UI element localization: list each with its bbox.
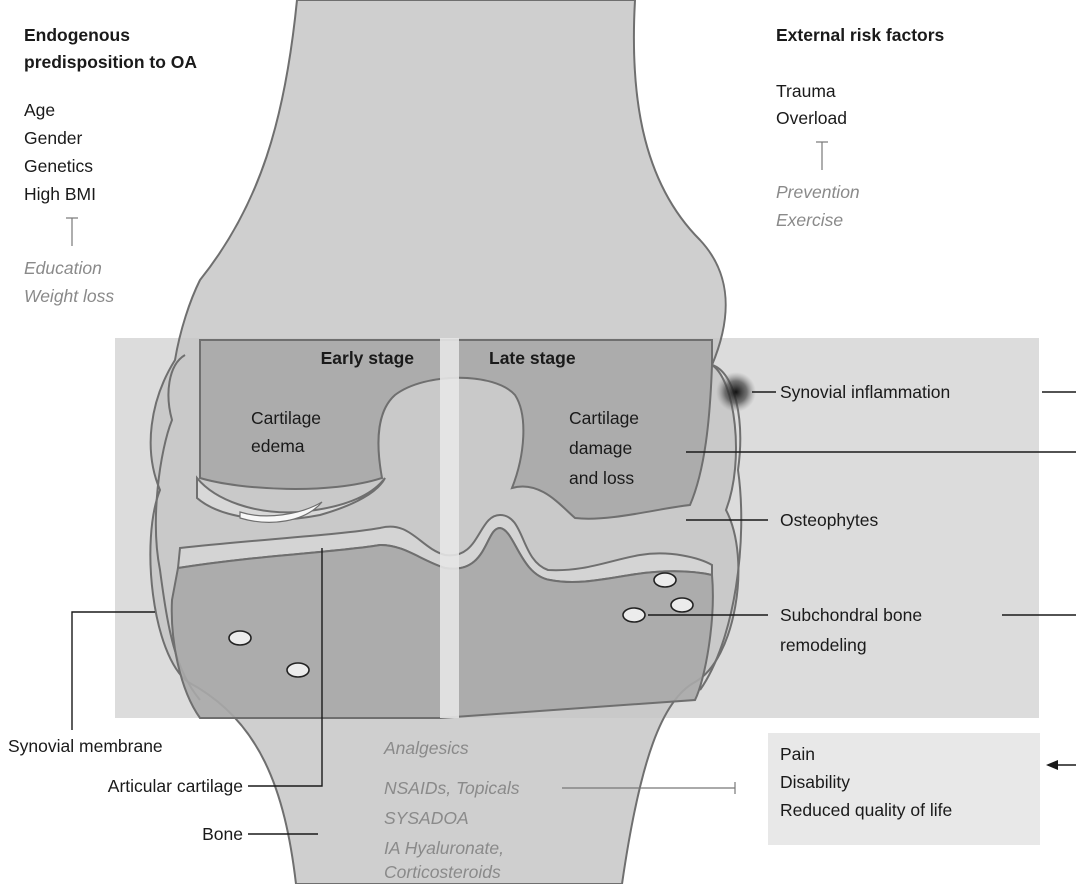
cartilage-damage-label-3: and loss xyxy=(569,468,634,488)
treatment-analgesics: Analgesics xyxy=(383,738,469,758)
treatment-sysadoa: SYSADOA xyxy=(384,808,469,828)
cyst-early-2 xyxy=(287,663,309,677)
treatment-nsaids: NSAIDs, Topicals xyxy=(384,778,520,798)
synovial-inflammation-label: Synovial inflammation xyxy=(780,382,950,402)
intervention-prevention: Prevention xyxy=(776,182,860,202)
bone-label: Bone xyxy=(202,824,243,844)
early-stage-heading: Early stage xyxy=(321,348,415,368)
synovial-membrane-label: Synovial membrane xyxy=(8,736,163,756)
factor-overload: Overload xyxy=(776,108,847,128)
cartilage-edema-label-1: Cartilage xyxy=(251,408,321,428)
factor-genetics: Genetics xyxy=(24,156,93,176)
articular-cartilage-label: Articular cartilage xyxy=(108,776,243,796)
endogenous-title-1: Endogenous xyxy=(24,25,130,45)
outcome-disability: Disability xyxy=(780,772,850,792)
subchondral-label-1: Subchondral bone xyxy=(780,605,922,625)
factor-gender: Gender xyxy=(24,128,83,148)
late-stage-heading: Late stage xyxy=(489,348,576,368)
stage-divider xyxy=(440,338,459,718)
subchondral-label-2: remodeling xyxy=(780,635,867,655)
intervention-education: Education xyxy=(24,258,102,278)
outcome-pain: Pain xyxy=(780,744,815,764)
outcome-reduced-qol: Reduced quality of life xyxy=(780,800,952,820)
endogenous-title-2: predisposition to OA xyxy=(24,52,197,72)
cyst-late-2 xyxy=(671,598,693,612)
factor-trauma: Trauma xyxy=(776,81,836,101)
cyst-early-1 xyxy=(229,631,251,645)
cartilage-damage-label-2: damage xyxy=(569,438,632,458)
intervention-exercise: Exercise xyxy=(776,210,843,230)
external-title: External risk factors xyxy=(776,25,945,45)
treatment-ia-hyaluronate: IA Hyaluronate, xyxy=(384,838,504,858)
cyst-late-1 xyxy=(654,573,676,587)
cyst-late-3 xyxy=(623,608,645,622)
cartilage-damage-label-1: Cartilage xyxy=(569,408,639,428)
synovial-inflammation-mark xyxy=(716,372,756,412)
factor-high-bmi: High BMI xyxy=(24,184,96,204)
treatment-corticosteroids: Corticosteroids xyxy=(384,862,501,882)
factor-age: Age xyxy=(24,100,55,120)
outcome-arrow-head xyxy=(1046,760,1058,770)
osteophytes-label: Osteophytes xyxy=(780,510,878,530)
cartilage-edema-label-2: edema xyxy=(251,436,305,456)
intervention-weight-loss: Weight loss xyxy=(24,286,114,306)
